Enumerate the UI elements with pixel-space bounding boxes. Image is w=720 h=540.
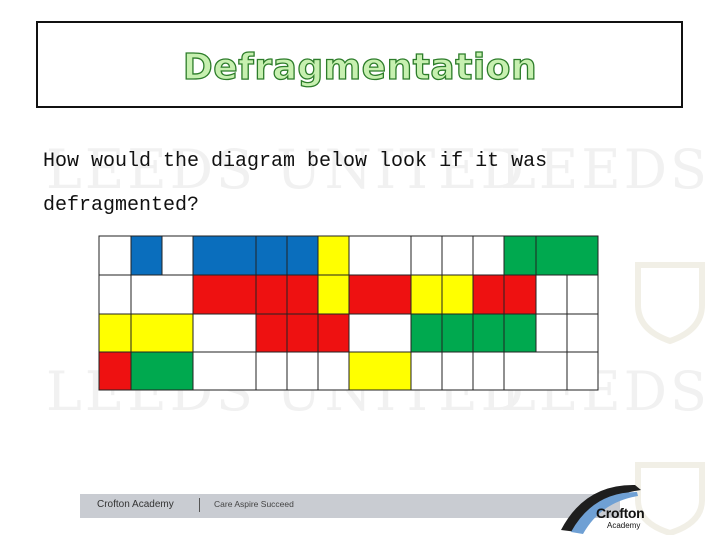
disk-block-yellow [348,351,412,391]
disk-block-yellow [317,235,350,276]
disk-block-white [566,351,599,391]
disk-block-white [441,351,474,391]
disk-block-white [441,235,474,276]
title-box [36,21,683,108]
disk-block-red [472,274,505,315]
disk-block-white [130,274,194,315]
disk-block-red [348,274,412,315]
disk-block-green [503,313,537,353]
disk-block-white [472,235,505,276]
disk-block-white [286,351,319,391]
disk-block-green [410,313,443,353]
disk-block-white [535,274,568,315]
footer-motto: Care Aspire Succeed [214,499,294,509]
disk-block-white [192,351,257,391]
disk-block-white [410,351,443,391]
disk-block-blue [286,235,319,276]
disk-block-white [348,313,412,353]
disk-block-red [503,274,537,315]
footer-bar [80,494,620,518]
disk-block-white [98,274,132,315]
question-text: How would the diagram below look if it w… [43,150,548,217]
disk-block-white [566,274,599,315]
disk-block-blue [130,235,163,276]
disk-block-yellow [130,313,194,353]
logo-name: Crofton [596,505,645,521]
disk-block-white [472,351,505,391]
disk-block-white [535,313,568,353]
disk-block-blue [255,235,288,276]
logo-sub: Academy [607,521,641,530]
disk-block-white [348,235,412,276]
watermark-crest-icon [635,262,705,345]
footer-school-name: Crofton Academy [97,499,174,510]
disk-block-white [98,235,132,276]
disk-block-white [192,313,257,353]
disk-block-yellow [441,274,474,315]
disk-block-green [503,235,537,276]
watermark-text-1: LEEDS UNITED [46,138,527,201]
disk-block-red [255,313,288,353]
disk-block-green [130,351,194,391]
disk-block-white [566,313,599,353]
watermark-text-2: LEEDS UNITED [500,138,720,201]
disk-block-white [410,235,443,276]
disk-block-green [441,313,474,353]
disk-block-white [255,351,288,391]
crofton-logo-icon [561,484,641,534]
disk-block-yellow [317,274,350,315]
disk-block-white [161,235,194,276]
disk-block-red [317,313,350,353]
disk-block-red [286,313,319,353]
disk-block-yellow [410,274,443,315]
watermark-crest-icon [635,462,705,535]
disk-block-yellow [98,313,132,353]
disk-block-green [535,235,599,276]
disk-block-red [192,274,257,315]
disk-block-red [98,351,132,391]
slide-title: Defragmentation [182,46,538,88]
footer-divider [199,498,200,512]
disk-block-red [286,274,319,315]
disk-block-white [503,351,568,391]
disk-block-blue [192,235,257,276]
disk-block-white [317,351,350,391]
disk-block-red [255,274,288,315]
disk-block-green [472,313,505,353]
